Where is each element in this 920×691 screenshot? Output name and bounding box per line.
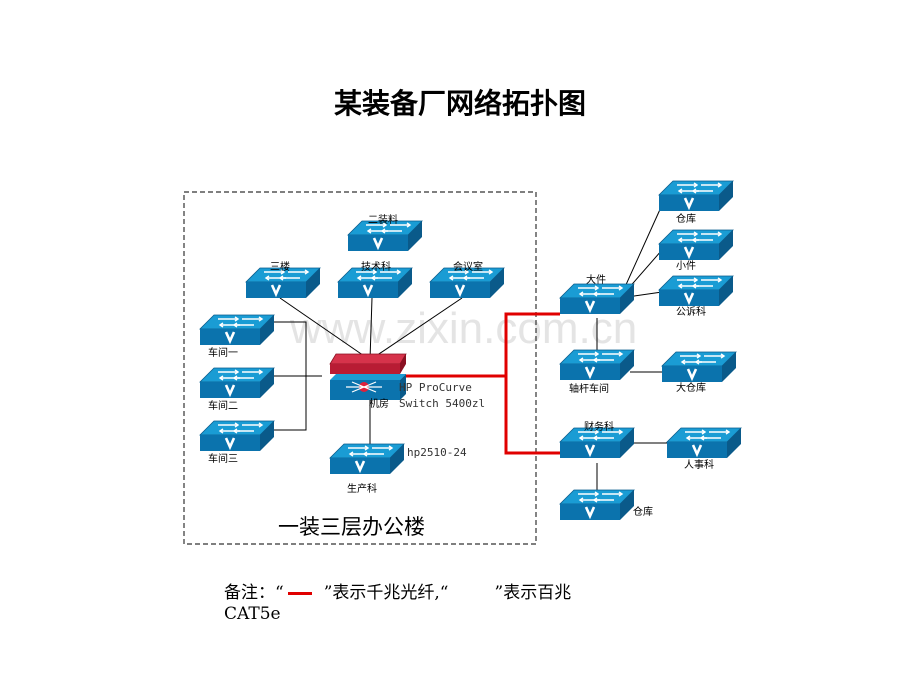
- core-switch[interactable]: [329, 353, 407, 400]
- switch-cangku-top-label: 仓库: [676, 212, 696, 225]
- fiber-legend-swatch: [287, 592, 312, 595]
- switch-shengchan-label: 生产科: [347, 482, 377, 495]
- legend-copper-text: ”表示百兆: [494, 583, 572, 603]
- switch-chejian2[interactable]: [198, 366, 276, 400]
- switch-xiaojian-label: 小件: [676, 260, 696, 272]
- switch-cangku-bottom[interactable]: [558, 488, 636, 522]
- core-switch-room-label: 机房: [369, 397, 389, 410]
- core-switch-model-line1: HP ProCurve: [399, 381, 472, 394]
- core-switch-model-line2: Switch 5400zl: [399, 397, 485, 410]
- switch-renshi[interactable]: [665, 426, 743, 460]
- switch-gongsu[interactable]: [657, 274, 735, 308]
- diagram-title: 某装备厂网络拓扑图: [333, 87, 586, 120]
- switch-dacangku[interactable]: [660, 350, 738, 384]
- edge-switch-model: hp2510-24: [407, 446, 467, 459]
- switch-chejian2-label: 车间二: [208, 399, 238, 412]
- legend-prefix: 备注：“: [224, 583, 284, 603]
- legend-line1: 备注：“ ”表示千兆光纤,“ ”表示百兆: [224, 583, 571, 604]
- switch-jishu-label: 技术科: [361, 260, 391, 273]
- fiber-links: [405, 312, 560, 455]
- switch-chejian3-label: 车间三: [208, 452, 238, 465]
- switch-xiaojian[interactable]: [657, 228, 735, 262]
- switch-shengchan[interactable]: [328, 442, 406, 476]
- legend-line2: CAT5e: [224, 604, 281, 624]
- switch-zhougan-label: 轴杆车间: [569, 382, 609, 395]
- switch-dacangku-label: 大仓库: [676, 381, 706, 394]
- switch-huiyi-label: 会议室: [453, 260, 483, 273]
- legend-note: 备注：“ ”表示千兆光纤,“ ”表示百兆 CAT5e: [224, 583, 571, 625]
- switch-caiwu-label: 财务科: [584, 420, 614, 433]
- switch-chejian3[interactable]: [198, 419, 276, 453]
- switch-chejian1-label: 车间一: [208, 346, 238, 359]
- building-boundary: [183, 191, 537, 545]
- switch-dajian[interactable]: [558, 282, 636, 316]
- switch-cangku-bottom-label: 仓库: [633, 505, 653, 518]
- switch-sanlou-label: 三楼: [270, 260, 290, 273]
- switch-renshi-label: 人事科: [684, 458, 714, 471]
- switch-dajian-label: 大件: [586, 273, 606, 286]
- copper-links: [270, 204, 670, 495]
- switch-zhougan[interactable]: [558, 348, 636, 382]
- legend-fiber-text: ”表示千兆光纤,“: [323, 583, 449, 603]
- switch-erzhuang-label: 二装料: [368, 213, 398, 226]
- building-label: 一装三层办公楼: [278, 515, 425, 539]
- switch-cangku-top[interactable]: [657, 179, 735, 213]
- switch-chejian1[interactable]: [198, 313, 276, 347]
- switch-gongsu-label: 公诉科: [676, 305, 706, 318]
